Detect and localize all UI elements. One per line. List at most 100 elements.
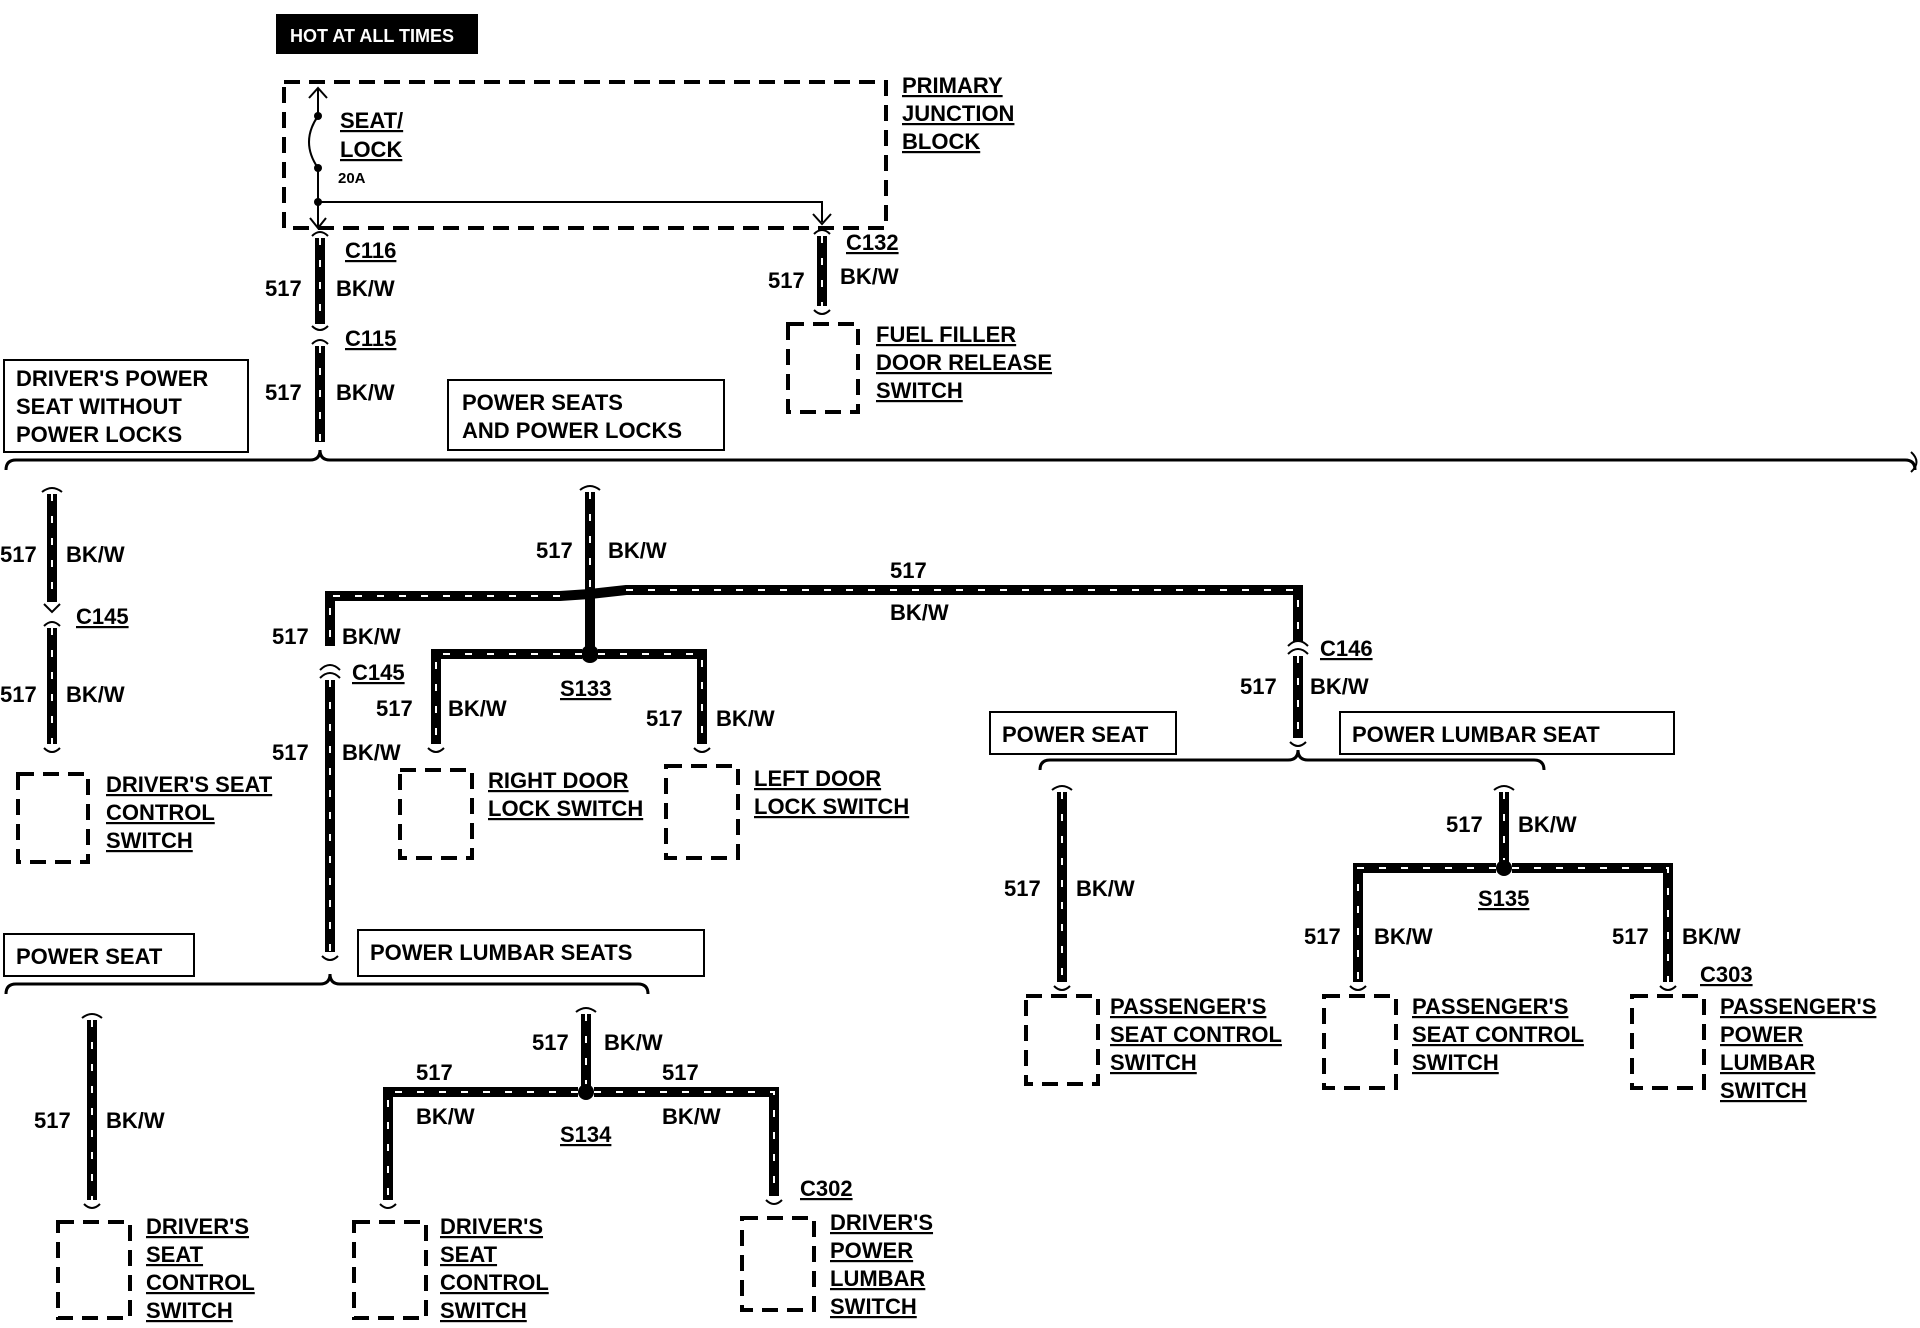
wire-517-left-door-circuit: 517	[646, 706, 683, 731]
option-box-power-seats-and-locks	[447, 379, 725, 451]
connector-c303: C303	[1700, 962, 1753, 987]
passengers-seat-control-b-line-3: SWITCH	[1412, 1050, 1499, 1075]
connector-c302: C302	[800, 1176, 853, 1201]
wire-517-left-bottom-color: BK/W	[66, 682, 125, 707]
wire-517-s133-feed-circuit: 517	[536, 538, 573, 563]
wire-517-c146-run-circuit: 517	[890, 558, 927, 583]
option-drivers-power-seat-line-1: DRIVER'S POWER	[16, 366, 208, 391]
wire-517-passenger-seat-a-color: BK/W	[1076, 876, 1135, 901]
wire-517-drivers-seat-a-color: BK/W	[106, 1108, 165, 1133]
passengers-seat-control-a-line-3: SWITCH	[1110, 1050, 1197, 1075]
wire-517-c145-mid-bottom-color: BK/W	[342, 740, 401, 765]
main-option-brace	[4, 449, 1917, 471]
option-power-seat-left: POWER SEAT	[16, 944, 163, 969]
wire-517-left-door-color: BK/W	[716, 706, 775, 731]
wire-517-s135-feed-color: BK/W	[1518, 812, 1577, 837]
splice-s134	[578, 1084, 594, 1100]
drivers-seat-control-a-line-2: SEAT	[146, 1242, 204, 1267]
wire-517-c145-mid-top-circuit: 517	[272, 624, 309, 649]
wire-517-s134-left-color: BK/W	[416, 1104, 475, 1129]
option-box-power-seat-left	[3, 933, 195, 977]
splice-s134-label: S134	[560, 1122, 612, 1147]
wire-517-c132-circuit: 517	[768, 268, 805, 293]
drivers-seat-control-switch-symbol	[16, 772, 90, 864]
fuse-rating: 20A	[338, 170, 366, 187]
drivers-power-lumbar-line-1: DRIVER'S	[830, 1210, 933, 1235]
wire-517-c132-color: BK/W	[840, 264, 899, 289]
drivers-seat-control-top-line-3: SWITCH	[106, 828, 193, 853]
splice-s135	[1496, 860, 1512, 876]
fuel-filler-line-1: FUEL FILLER	[876, 322, 1016, 347]
option-box-drivers-power-seat-without-locks	[3, 359, 249, 453]
passengers-seat-control-a-line-2: SEAT CONTROL	[1110, 1022, 1282, 1047]
lower-left-option-brace	[4, 973, 650, 995]
left-door-lock-line-2: LOCK SWITCH	[754, 794, 909, 819]
wire-517-s134-left-circuit: 517	[416, 1060, 453, 1085]
passengers-seat-control-b-line-2: SEAT CONTROL	[1412, 1022, 1584, 1047]
fuse-name-line-2: LOCK	[340, 137, 402, 162]
fuse-name-line-1: SEAT/	[340, 108, 403, 133]
wire-517-c115-color: BK/W	[336, 380, 395, 405]
option-box-power-lumbar-seats	[357, 929, 705, 977]
passengers-seat-control-switch-a-symbol	[1024, 994, 1100, 1086]
wire-517-s135-feed-circuit: 517	[1446, 812, 1483, 837]
option-power-lumbar-seats: POWER LUMBAR SEATS	[370, 940, 632, 965]
seat-lock-fuse	[308, 86, 328, 228]
wire-517-c115-circuit: 517	[265, 380, 302, 405]
drivers-seat-control-switch-a-symbol	[56, 1220, 132, 1320]
wire-517-s134-feed-color: BK/W	[604, 1030, 663, 1055]
wire-517-c145-mid-bottom-circuit: 517	[272, 740, 309, 765]
right-door-lock-line-1: RIGHT DOOR	[488, 768, 629, 793]
wire-517-right-door-circuit: 517	[376, 696, 413, 721]
splice-s133-label: S133	[560, 676, 611, 701]
drivers-seat-control-a-line-4: SWITCH	[146, 1298, 233, 1323]
wire-517-c146-run-color: BK/W	[890, 600, 949, 625]
fuel-filler-switch-symbol	[786, 322, 860, 414]
connector-c132: C132	[846, 230, 899, 255]
connector-c116: C116	[345, 238, 396, 263]
hot-at-all-times-label: HOT AT ALL TIMES	[290, 26, 454, 46]
passengers-power-lumbar-line-1: PASSENGER'S	[1720, 994, 1876, 1019]
passengers-seat-control-switch-b-symbol	[1322, 994, 1398, 1090]
passengers-seat-control-b-line-1: PASSENGER'S	[1412, 994, 1568, 1019]
drivers-power-lumbar-line-3: LUMBAR	[830, 1266, 925, 1291]
wire-517-c145-mid-top-color: BK/W	[342, 624, 401, 649]
primary-junction-block-outline	[282, 80, 888, 230]
drivers-power-lumbar-line-4: SWITCH	[830, 1294, 917, 1319]
passengers-seat-control-a-line-1: PASSENGER'S	[1110, 994, 1266, 1019]
passengers-power-lumbar-switch-symbol	[1630, 994, 1706, 1090]
drivers-power-lumbar-switch-symbol	[740, 1216, 816, 1312]
option-power-seats-line-2: AND POWER LOCKS	[462, 418, 682, 443]
splice-s135-label: S135	[1478, 886, 1529, 911]
right-door-lock-switch-symbol	[398, 768, 474, 860]
right-door-lock-line-2: LOCK SWITCH	[488, 796, 643, 821]
passengers-power-lumbar-line-2: POWER	[1720, 1022, 1803, 1047]
drivers-seat-control-b-line-2: SEAT	[440, 1242, 498, 1267]
drivers-seat-control-b-line-3: CONTROL	[440, 1270, 549, 1295]
drivers-seat-control-top-line-1: DRIVER'S SEAT	[106, 772, 273, 797]
wire-517-right-door-color: BK/W	[448, 696, 507, 721]
wire-517-c146-circuit: 517	[1240, 674, 1277, 699]
drivers-seat-control-b-line-1: DRIVER'S	[440, 1214, 543, 1239]
wire-517-passenger-seat-b-circuit: 517	[1304, 924, 1341, 949]
connector-c145-mid: C145	[352, 660, 405, 685]
wire-517-s134-feed-circuit: 517	[532, 1030, 569, 1055]
fuel-filler-line-3: SWITCH	[876, 378, 963, 403]
option-box-power-lumbar-seat	[1339, 711, 1675, 755]
option-box-power-seat-right	[989, 711, 1177, 755]
right-option-brace	[1038, 749, 1546, 771]
drivers-seat-control-a-line-3: CONTROL	[146, 1270, 255, 1295]
wire-517-c116-circuit: 517	[265, 276, 302, 301]
left-door-lock-switch-symbol	[664, 764, 740, 860]
wire-517-s133-feed-color: BK/W	[608, 538, 667, 563]
connector-c145-left: C145	[76, 604, 129, 629]
wire-517-c116-color: BK/W	[336, 276, 395, 301]
wire-517-drivers-seat-a-circuit: 517	[34, 1108, 71, 1133]
wire-517-c146-color: BK/W	[1310, 674, 1369, 699]
option-power-lumbar-seat: POWER LUMBAR SEAT	[1352, 722, 1600, 747]
drivers-seat-control-b-line-4: SWITCH	[440, 1298, 527, 1323]
option-power-seats-line-1: POWER SEATS	[462, 390, 623, 415]
drivers-seat-control-switch-b-symbol	[352, 1220, 428, 1320]
wire-517-passenger-seat-a-circuit: 517	[1004, 876, 1041, 901]
